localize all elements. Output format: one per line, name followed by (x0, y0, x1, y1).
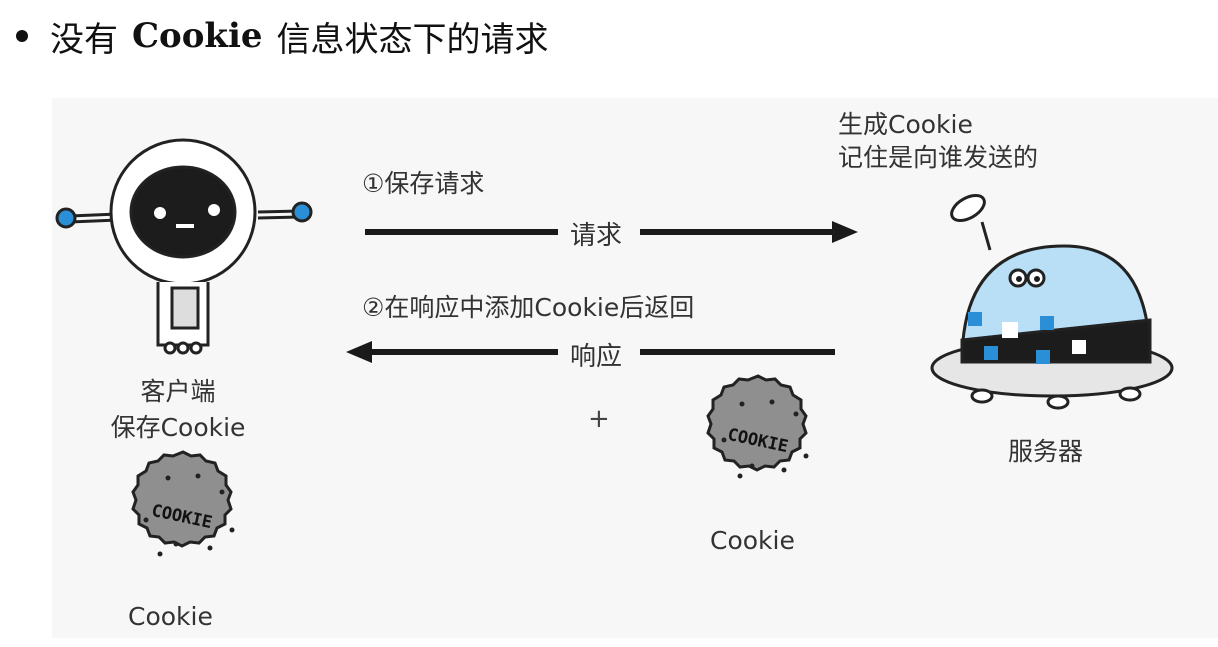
page-heading: 没有 Cookie 信息状态下的请求 (8, 6, 549, 66)
server-note-line2: 记住是向谁发送的 (838, 143, 1039, 172)
bullet-dot-icon (16, 30, 28, 42)
server-note: 生成Cookie 记住是向谁发送的 (838, 108, 1038, 174)
request-label: 请求 (560, 215, 633, 252)
client-line1: 客户端 (140, 377, 216, 406)
client-cookie-icon: COOKIE (131, 450, 235, 557)
heading-text-after: 信息状态下的请求 (276, 19, 549, 60)
response-cookie-icon: COOKIE (706, 374, 809, 479)
request-arrow (365, 221, 858, 243)
response-arrow (346, 341, 835, 363)
robot-client-icon (55, 138, 313, 355)
robot-server-icon (930, 194, 1174, 410)
plus-sign: + (588, 404, 610, 434)
server-note-line1: 生成Cookie (838, 110, 973, 139)
heading-text-before: 没有 (50, 19, 118, 60)
server-label: 服务器 (1008, 437, 1084, 466)
response-cookie-label: Cookie (710, 526, 795, 555)
heading-text-bold: Cookie (132, 16, 263, 56)
response-label: 响应 (560, 336, 633, 373)
step2-label: ②在响应中添加Cookie后返回 (362, 293, 695, 322)
step1-label: ①保存请求 (362, 169, 485, 198)
client-caption: 客户端 保存Cookie (98, 372, 258, 444)
client-line2: 保存Cookie (110, 413, 246, 442)
client-cookie-label: Cookie (128, 602, 213, 631)
